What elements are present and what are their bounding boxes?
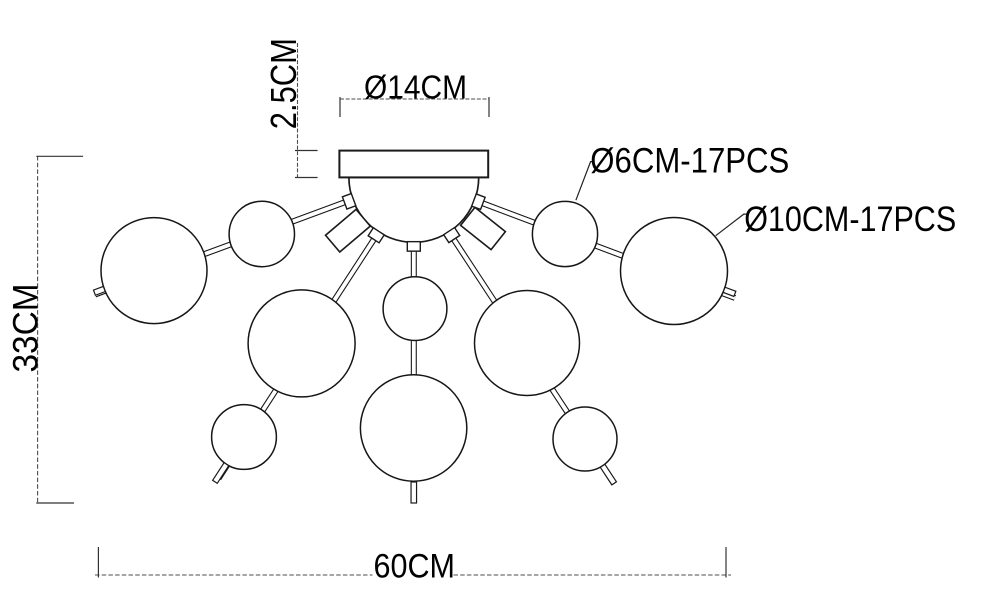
svg-text:Ø10CM-17PCS: Ø10CM-17PCS [744, 200, 956, 239]
svg-text:Ø6CM-17PCS: Ø6CM-17PCS [590, 142, 789, 181]
svg-text:33CM: 33CM [6, 284, 45, 373]
svg-text:Ø14CM: Ø14CM [364, 69, 467, 106]
svg-text:2.5CM: 2.5CM [263, 38, 304, 129]
svg-text:60CM: 60CM [374, 547, 456, 585]
